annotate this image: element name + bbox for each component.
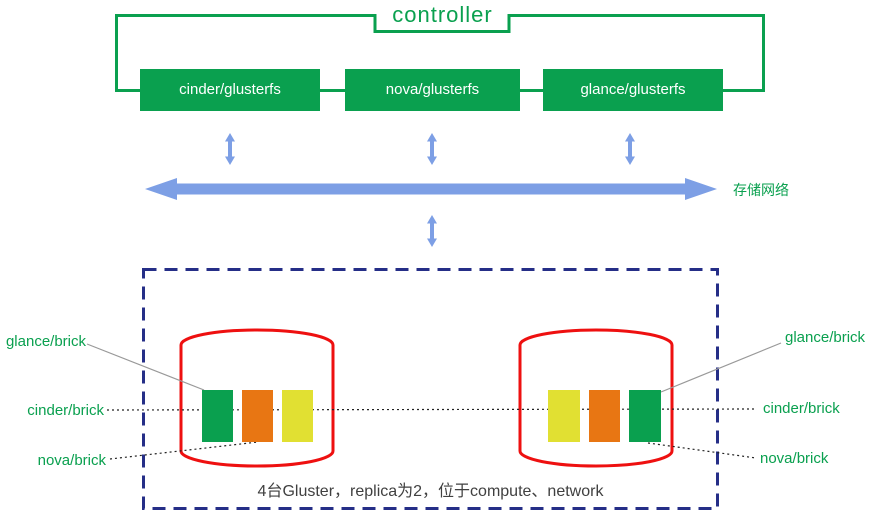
brick-bar [282, 390, 313, 442]
brick-label-glance-right: glance/brick [785, 329, 866, 346]
brick-label-cinder-left: cinder/brick [27, 402, 104, 419]
gluster-node-left [179, 328, 335, 468]
controller-bracket [115, 14, 765, 92]
service-box-cinder: cinder/glusterfs [140, 69, 320, 111]
service-box-glance: glance/glusterfs [543, 69, 723, 111]
storage-network-arrow [145, 178, 717, 200]
cluster-caption: 4台Gluster，replica为2，位于compute、network [257, 483, 604, 500]
brick-bar [202, 390, 233, 442]
cluster-boundary [142, 268, 719, 510]
updown-arrow-icon [427, 215, 437, 247]
service-box-nova: nova/glusterfs [345, 69, 520, 111]
brick-bar [548, 390, 580, 442]
storage-network-label: 存储网络 [733, 182, 789, 198]
brick-bar [242, 390, 273, 442]
brick-bar [629, 390, 661, 442]
brick-label-nova-right: nova/brick [760, 450, 829, 467]
gluster-node-right [518, 328, 674, 468]
brick-label-cinder-right: cinder/brick [763, 400, 840, 417]
updown-arrow-icon [427, 133, 437, 165]
brick-bar [589, 390, 620, 442]
updown-arrow-icon [625, 133, 635, 165]
controller-label: controller [392, 2, 493, 27]
updown-arrow-icon [225, 133, 235, 165]
leader-line-glance-left [86, 343, 205, 391]
brick-label-nova-left: nova/brick [37, 452, 106, 469]
brick-label-glance-left: glance/brick [5, 333, 86, 350]
leader-line-glance-right [660, 342, 782, 393]
leader-line-nova-right [647, 442, 757, 459]
